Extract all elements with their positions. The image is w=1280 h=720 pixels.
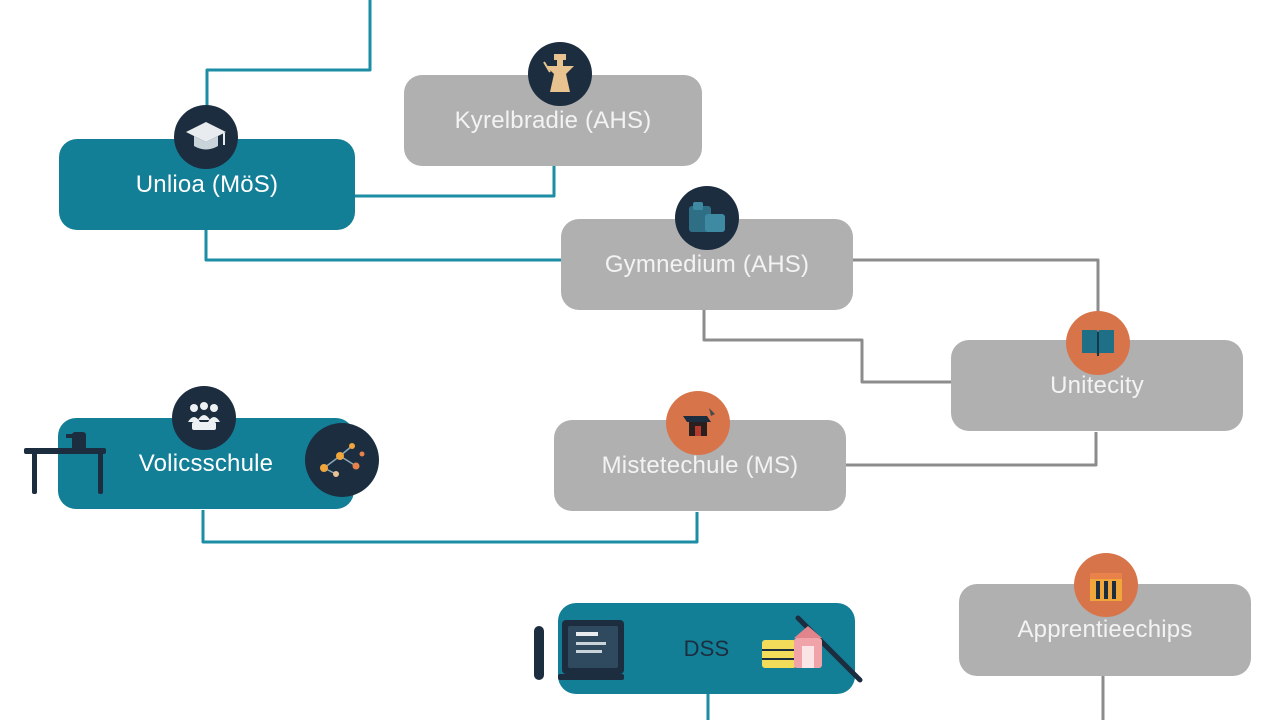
connector-gymnasium-down [702,310,952,384]
node-mittelschule-label: Mistetechule (MS) [601,451,799,479]
building-icon [675,186,739,250]
node-volksschule-label: Volicsschule [138,449,274,477]
mortarboard-icon [666,391,730,455]
node-kyrelbradie-label: Kyrelbradie (AHS) [454,106,652,134]
connector-unlioa-to-kyrelbradie [355,166,556,198]
node-gymnasium-label: Gymnedium (AHS) [604,250,810,278]
node-apprenticeships-label: Apprentieechips [1017,616,1193,643]
connector-unlioa-to-gymnasium [204,230,562,262]
book-icon [1066,311,1130,375]
desk-icon [24,432,106,494]
connector-volksschule-to-mittelschule [201,510,699,544]
binder-icon [534,620,624,680]
node-dss-label: DSS [683,635,730,661]
graduation-cap-icon [174,105,238,169]
tools-icon [762,615,863,683]
connector-mittelschule-to-university [846,432,1098,467]
network-icon [305,423,379,497]
people-icon [172,386,236,450]
node-unlioa-label: Unlioa (MöS) [135,170,279,198]
node-kyrelbradie[interactable]: Kyrelbradie (AHS) [404,75,702,166]
node-university-label: Unitecity [1050,371,1144,399]
statue-icon [528,42,592,106]
crate-icon [1074,553,1138,617]
connector-gymnasium-to-university [853,258,1100,340]
